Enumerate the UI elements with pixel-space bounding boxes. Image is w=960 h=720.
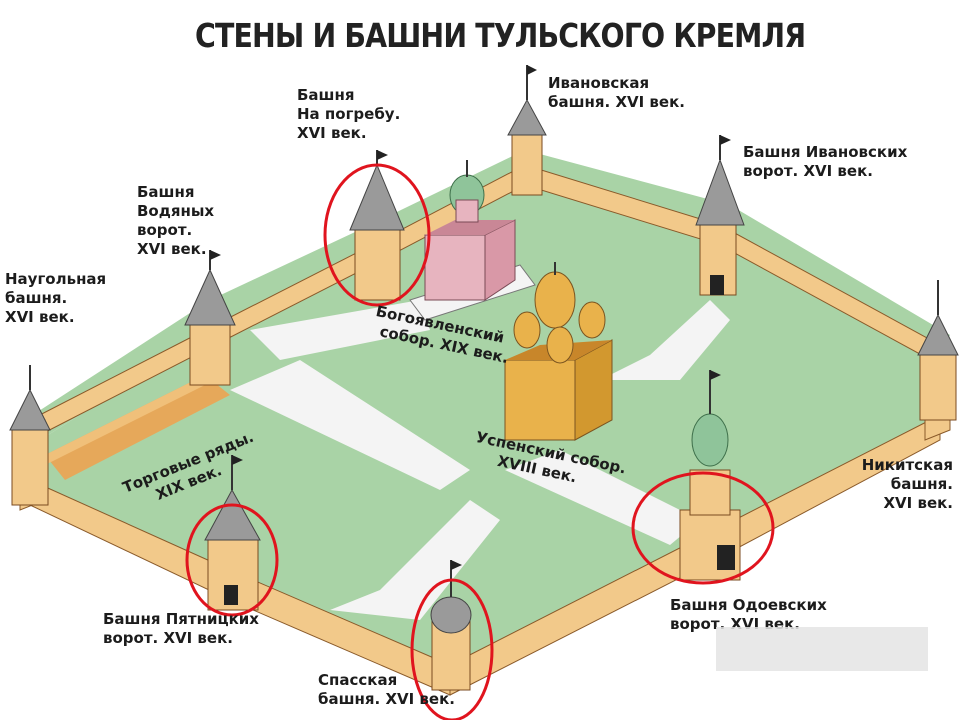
label-ivanovskih-vorot: Башня Ивановских ворот. XVI век. — [743, 143, 907, 181]
label-ivanovskaya: Ивановская башня. XVI век. — [548, 74, 685, 112]
tower-ivanovskaya — [508, 65, 546, 195]
watermark-box — [716, 627, 928, 671]
tower-vodyanyh-vorot — [185, 250, 235, 385]
tower-naugolnaya — [10, 365, 50, 505]
label-vodyanyh-vorot: Башня Водяных ворот. XVI век. — [137, 183, 214, 259]
tower-nikitskaya — [918, 280, 958, 420]
label-naugolnaya: Наугольная башня. XVI век. — [5, 270, 106, 327]
diagram-title: СТЕНЫ И БАШНИ ТУЛЬСКОГО КРЕМЛЯ — [195, 16, 694, 55]
label-pyatnitskih-vorot: Башня Пятницких ворот. XVI век. — [103, 610, 259, 648]
label-spasskaya: Спасская башня. XVI век. — [318, 671, 455, 709]
label-pogreb: Башня На погребу. XVI век. — [297, 86, 400, 143]
label-nikitskaya: Никитская башня. XVI век. — [835, 456, 953, 513]
tower-pogreb — [350, 150, 404, 300]
